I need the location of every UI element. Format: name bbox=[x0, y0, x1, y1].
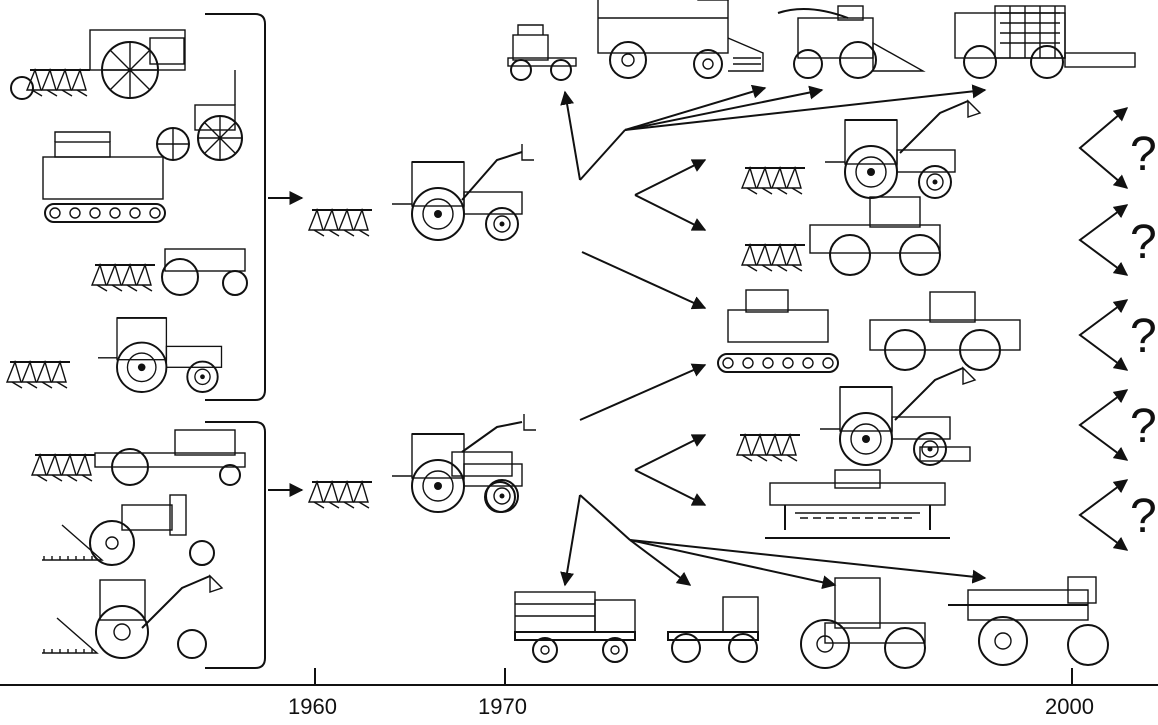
question-mark: ? bbox=[1130, 216, 1157, 269]
self-propelled-sprayer-icon bbox=[948, 576, 1109, 666]
tick-label-2000: 2000 bbox=[1045, 694, 1094, 719]
tractor-1960-top-icon bbox=[308, 144, 534, 241]
bracket-bottom bbox=[205, 421, 266, 669]
question-mark: ? bbox=[1130, 128, 1157, 181]
tick-label-1970: 1970 bbox=[478, 694, 527, 719]
future-chevron-3: ? bbox=[1078, 299, 1157, 371]
branch-arrows bbox=[560, 84, 987, 590]
tick-label-1960: 1960 bbox=[288, 694, 337, 719]
toolbar-carrier-icon bbox=[31, 429, 246, 486]
plough-4wd-tractor-icon bbox=[741, 196, 941, 276]
timeline-axis: 1960 1970 2000 bbox=[0, 668, 1158, 719]
seeder-tractor-icon bbox=[42, 494, 215, 566]
historic-group-top bbox=[6, 29, 248, 393]
beet-harvester-icon bbox=[954, 5, 1136, 79]
historic-group-bottom bbox=[31, 429, 246, 659]
plough-tractor-icon bbox=[91, 248, 248, 296]
gantry-tractor-icon bbox=[765, 469, 950, 539]
early-steam-tractor-icon bbox=[10, 29, 186, 100]
modern-tractor-toolbar-icon bbox=[42, 575, 223, 659]
standard-tractor-icon bbox=[6, 316, 223, 393]
compact-loader-icon bbox=[507, 24, 577, 81]
spoked-tractor-icon bbox=[156, 70, 243, 161]
bracket-top bbox=[205, 13, 266, 401]
crawler-modern-icon bbox=[717, 289, 839, 373]
tool-carrier-icon bbox=[667, 596, 759, 663]
question-mark: ? bbox=[1130, 310, 1157, 363]
forage-harvester-icon bbox=[777, 5, 926, 79]
plough-tractor-mower-icon bbox=[736, 367, 976, 466]
crawler-tractor-icon bbox=[42, 131, 166, 223]
plough-loader-tractor-icon bbox=[741, 100, 981, 199]
future-chevron-5: ? bbox=[1078, 479, 1157, 551]
articulated-4wd-icon bbox=[869, 291, 1021, 371]
question-mark: ? bbox=[1130, 400, 1157, 453]
future-chevron-2: ? bbox=[1078, 204, 1157, 276]
transport-truck-icon bbox=[514, 591, 636, 663]
future-chevron-1: ? bbox=[1078, 107, 1157, 189]
future-chevron-4: ? bbox=[1078, 389, 1157, 461]
question-mark: ? bbox=[1130, 490, 1157, 543]
combine-harvester-icon bbox=[597, 0, 764, 79]
tractor-1960-bottom-icon bbox=[308, 414, 536, 513]
future-chevrons: ? ? ? ? ? bbox=[1078, 107, 1157, 551]
systems-tractor-icon bbox=[800, 577, 926, 669]
